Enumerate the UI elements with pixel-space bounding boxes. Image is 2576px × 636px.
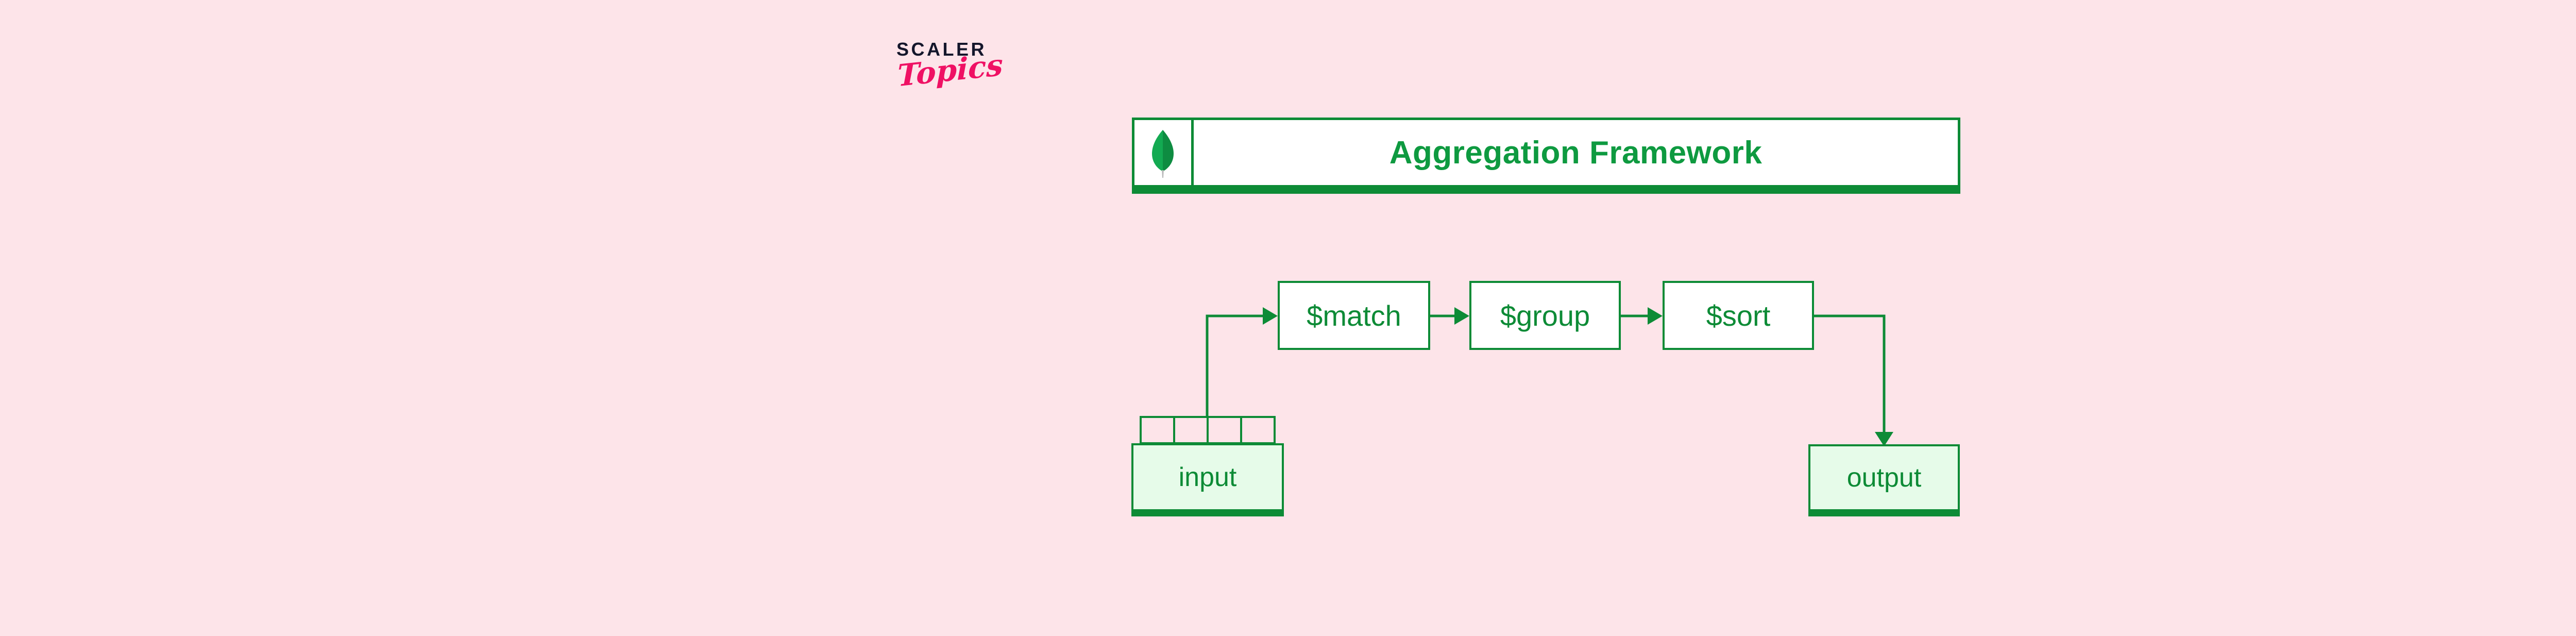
output-box[interactable]: output <box>1808 444 1960 516</box>
header-banner: Aggregation Framework <box>1132 118 1960 194</box>
logo-scaler-text: SCALER <box>896 39 987 60</box>
arrowhead-into-match <box>1263 307 1278 325</box>
stage-box-group[interactable]: $group <box>1469 281 1621 350</box>
input-cell <box>1140 416 1173 444</box>
connector-input-to-match <box>1206 314 1265 416</box>
input-cell <box>1240 416 1276 444</box>
stage-box-match[interactable]: $match <box>1278 281 1430 350</box>
header-title-cell: Aggregation Framework <box>1194 120 1958 185</box>
input-document-cells <box>1140 416 1276 444</box>
connector-sort-to-output <box>1814 314 1886 433</box>
arrowhead-into-sort <box>1648 307 1663 325</box>
stage-box-sort[interactable]: $sort <box>1663 281 1814 350</box>
arrowhead-into-group <box>1454 307 1469 325</box>
page-title: Aggregation Framework <box>1389 135 1762 171</box>
input-cell <box>1173 416 1207 444</box>
scaler-topics-logo: SCALER Topics <box>896 40 1051 118</box>
input-box[interactable]: input <box>1131 443 1284 516</box>
mongodb-leaf-icon <box>1152 130 1174 178</box>
input-cell <box>1207 416 1240 444</box>
header-logo-cell <box>1134 120 1194 185</box>
